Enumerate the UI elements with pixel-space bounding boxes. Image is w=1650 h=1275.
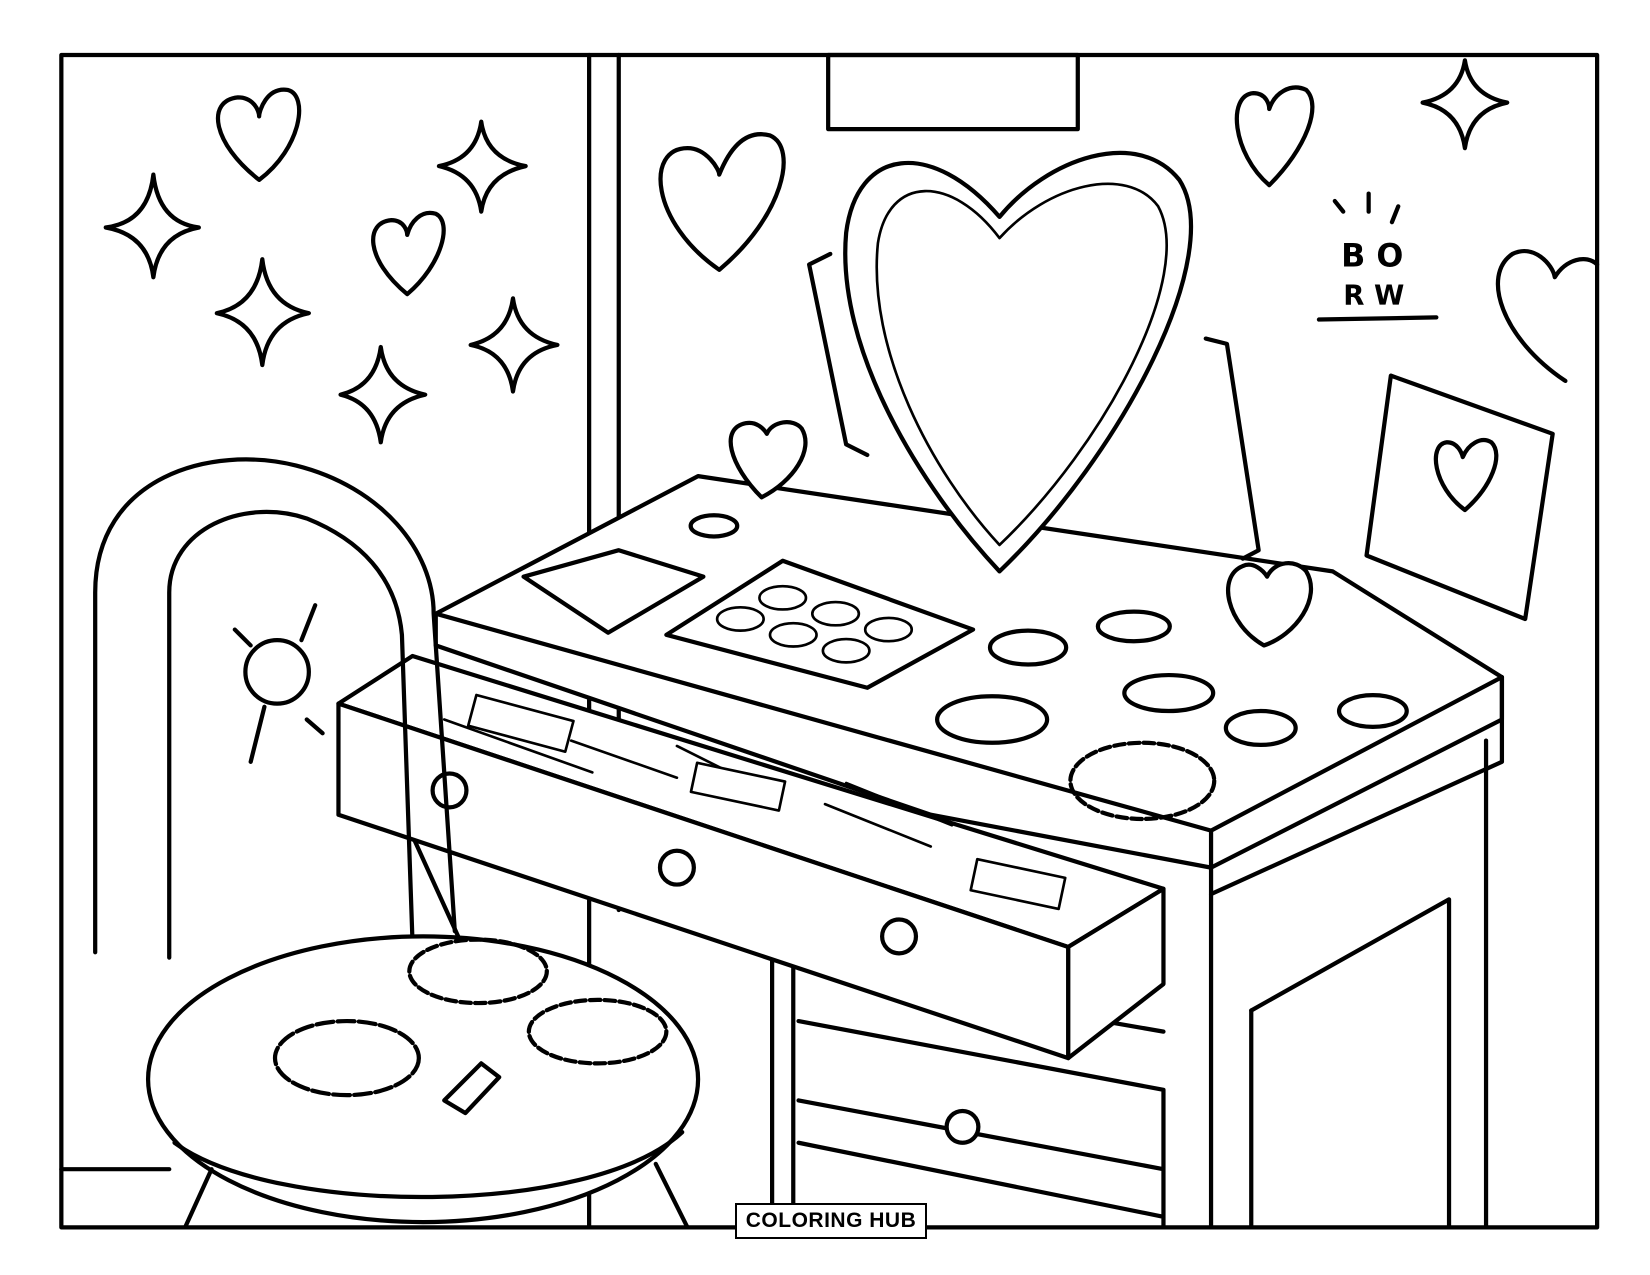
open-drawer <box>336 653 1166 1061</box>
makeup-palette <box>521 548 976 690</box>
heart-icon <box>215 85 1600 384</box>
sparkle-icon <box>103 58 1510 445</box>
heart-mirror <box>728 150 1314 648</box>
chair <box>93 457 701 1230</box>
sign-line-2: R W <box>1343 280 1404 312</box>
wall-sign: B O R W <box>1316 191 1439 322</box>
heart-poster <box>1364 373 1555 622</box>
compact-cases <box>688 513 1409 748</box>
bracelets <box>1068 740 1217 822</box>
coloring-hub-logo: COLORING HUB <box>735 1203 927 1239</box>
sign-line-1: B O <box>1341 239 1403 275</box>
